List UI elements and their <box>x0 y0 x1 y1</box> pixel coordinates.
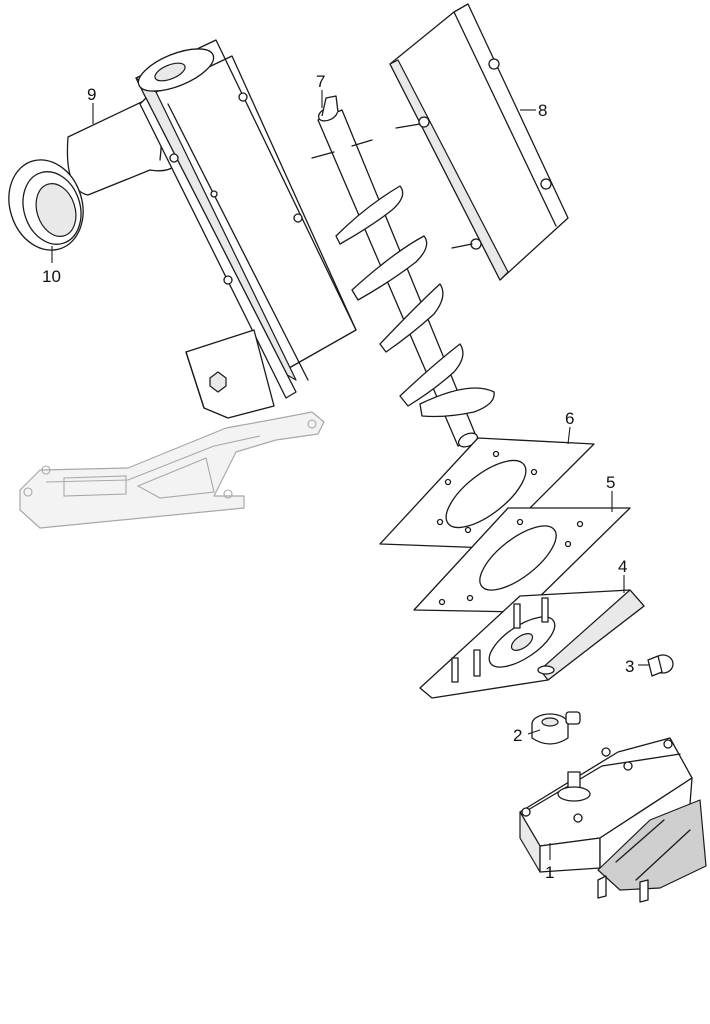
callout-labels: 1 2 3 4 5 6 7 8 9 10 <box>42 72 634 882</box>
callout-4: 4 <box>618 557 627 576</box>
faded-support-arm <box>19 411 325 529</box>
callout-3: 3 <box>625 657 634 676</box>
part-4-mounting-plate <box>419 589 645 699</box>
leader-lines <box>51 90 650 860</box>
callout-7: 7 <box>316 72 325 91</box>
part-2-coupling-collar <box>531 711 581 745</box>
callout-5: 5 <box>606 473 615 492</box>
part-3-plug <box>647 654 674 677</box>
callout-9: 9 <box>87 85 96 104</box>
part-10-seal-ring <box>8 159 84 251</box>
callout-6: 6 <box>565 409 574 428</box>
part-8-cover-plate <box>389 3 569 281</box>
part-6-gasket <box>379 437 595 549</box>
part-7-auger-screw <box>311 95 495 448</box>
part-5-gasket-plate <box>413 507 631 613</box>
part-1-gear-motor <box>519 737 707 903</box>
part-9-auger-housing <box>66 39 357 419</box>
callout-1: 1 <box>545 863 554 882</box>
callout-10: 10 <box>42 267 61 286</box>
callout-8: 8 <box>538 101 547 120</box>
callout-2: 2 <box>513 726 522 745</box>
